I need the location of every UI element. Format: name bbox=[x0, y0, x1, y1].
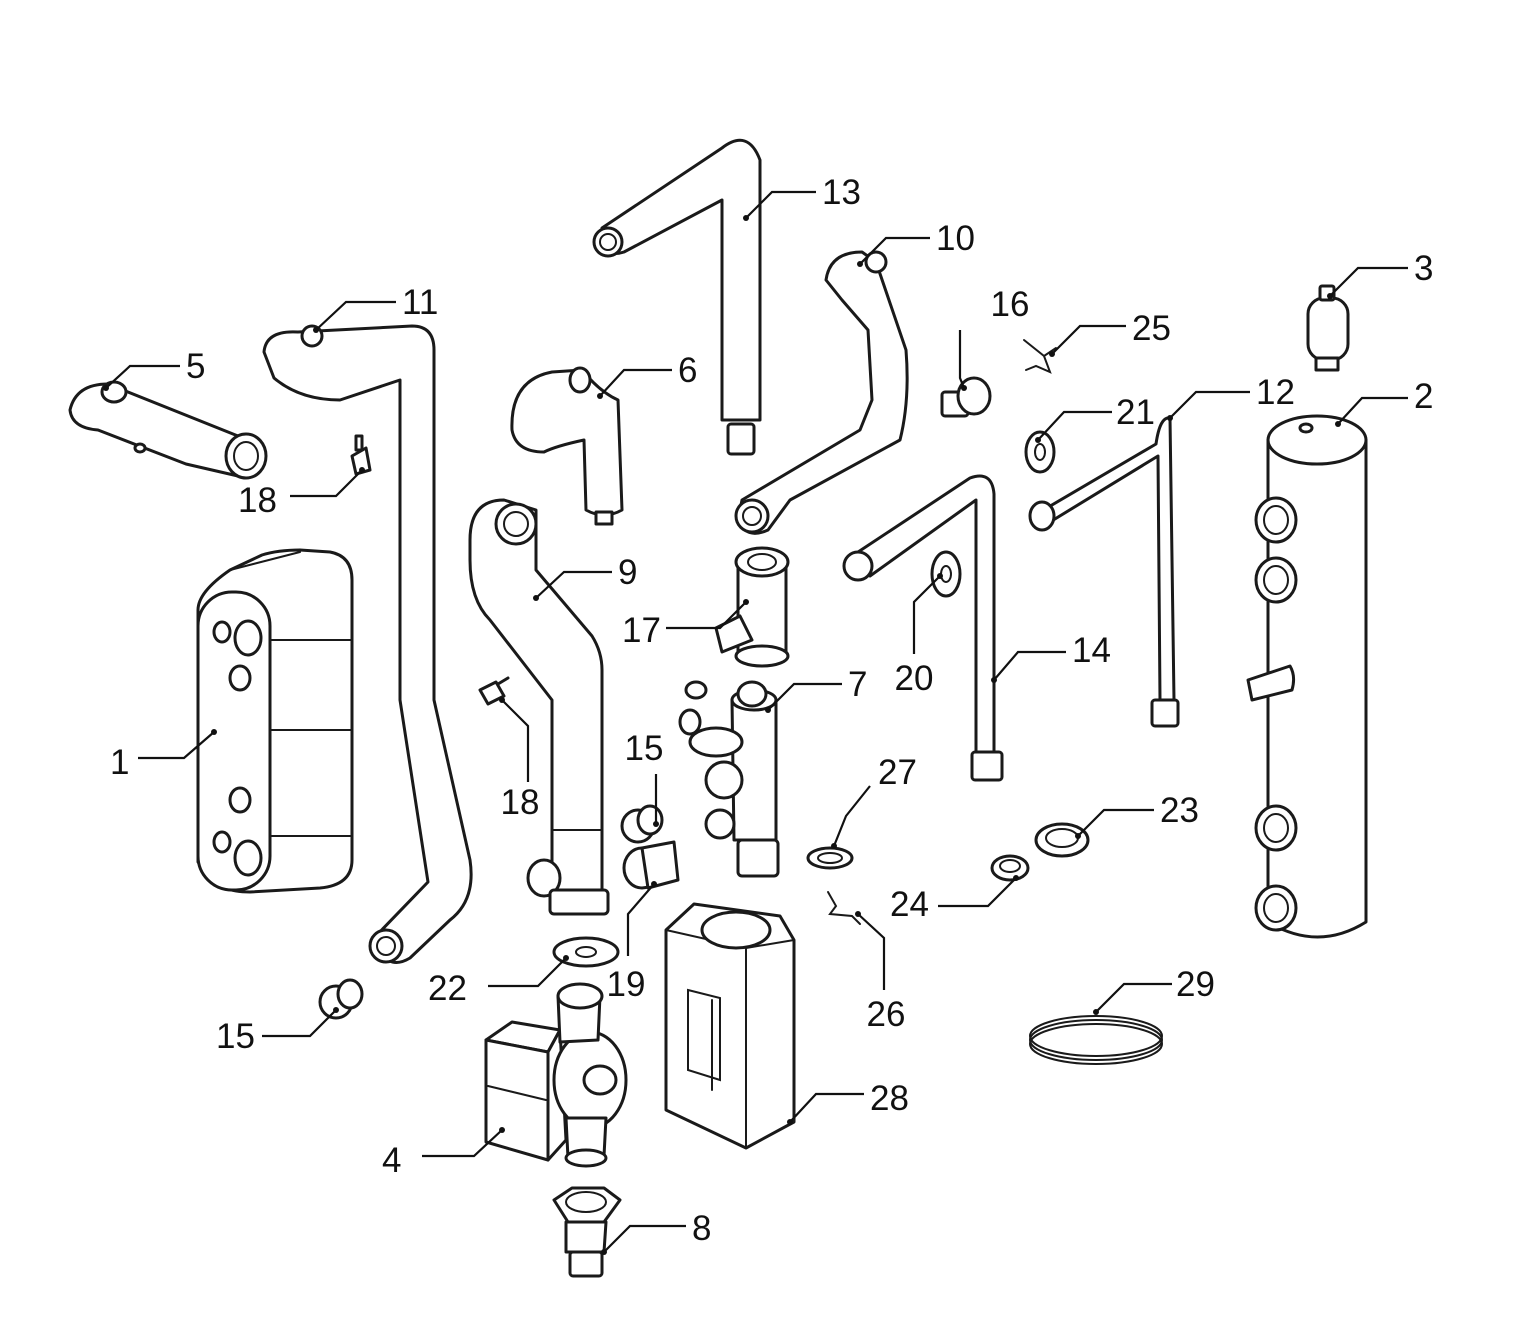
part-8-union-fitting bbox=[552, 1186, 622, 1278]
callout-18a: 18 bbox=[238, 481, 277, 520]
part-24-gasket bbox=[990, 854, 1030, 882]
callout-16: 16 bbox=[991, 285, 1030, 324]
part-26-clip bbox=[827, 891, 861, 925]
part-21-disc bbox=[1024, 430, 1056, 474]
part-6-elbow bbox=[510, 366, 624, 526]
part-27-clip bbox=[806, 846, 854, 870]
part-20-disc bbox=[930, 550, 962, 598]
part-22-disc bbox=[552, 936, 620, 968]
callout-7: 7 bbox=[848, 665, 867, 704]
callout-2: 2 bbox=[1414, 377, 1433, 416]
callout-11: 11 bbox=[402, 283, 438, 322]
callout-29: 29 bbox=[1176, 965, 1215, 1004]
callout-12: 12 bbox=[1256, 373, 1295, 412]
part-1-heat-exchanger bbox=[196, 548, 354, 894]
part-28-insulation-shell bbox=[664, 902, 796, 1150]
part-13-pipe bbox=[592, 138, 762, 456]
callout-5: 5 bbox=[186, 347, 205, 386]
callout-10: 10 bbox=[936, 219, 975, 258]
part-18-probe-b bbox=[478, 676, 510, 706]
callout-25: 25 bbox=[1132, 309, 1171, 348]
callout-15a: 15 bbox=[625, 729, 664, 768]
part-5-pipe bbox=[68, 380, 268, 480]
part-10-pipe bbox=[734, 250, 909, 535]
part-4-pump bbox=[484, 982, 628, 1168]
part-23-gasket bbox=[1034, 822, 1090, 858]
callout-14: 14 bbox=[1072, 631, 1111, 670]
part-29-capillary-coil bbox=[1029, 1015, 1163, 1065]
callout-9: 9 bbox=[618, 553, 637, 592]
part-11-pipe bbox=[262, 324, 473, 964]
callout-22: 22 bbox=[428, 969, 467, 1008]
callout-13: 13 bbox=[822, 173, 861, 212]
leader-lines bbox=[103, 190, 1408, 1255]
callout-21: 21 bbox=[1116, 393, 1155, 432]
part-17-flow-sensor bbox=[714, 546, 790, 668]
part-14-pipe bbox=[842, 474, 1004, 782]
callout-28: 28 bbox=[870, 1079, 909, 1118]
callout-18b: 18 bbox=[501, 783, 540, 822]
callout-4: 4 bbox=[382, 1141, 401, 1180]
part-7-valve-body bbox=[678, 680, 780, 878]
part-16-sensor bbox=[940, 376, 992, 418]
callout-15b: 15 bbox=[216, 1017, 255, 1056]
part-12-pipe bbox=[1028, 416, 1180, 728]
callout-17: 17 bbox=[622, 611, 661, 650]
callout-27: 27 bbox=[878, 753, 917, 792]
callout-3: 3 bbox=[1414, 249, 1433, 288]
callout-20: 20 bbox=[895, 659, 934, 698]
callout-24: 24 bbox=[890, 885, 929, 924]
callout-6: 6 bbox=[678, 351, 697, 390]
callout-19: 19 bbox=[607, 965, 646, 1004]
callout-1: 1 bbox=[110, 743, 129, 782]
callout-26: 26 bbox=[867, 995, 906, 1034]
part-2-header-tank bbox=[1246, 414, 1368, 939]
callout-23: 23 bbox=[1160, 791, 1199, 830]
part-19-check-valve bbox=[622, 840, 680, 890]
part-18-probe-a bbox=[350, 434, 372, 476]
callout-8: 8 bbox=[692, 1209, 711, 1248]
part-15-plug-b bbox=[318, 978, 364, 1020]
part-3-air-vent bbox=[1306, 284, 1350, 372]
callout-labels: 1 2 3 4 5 6 7 8 9 10 11 12 13 14 15 15 1… bbox=[110, 173, 1433, 1248]
part-9-pipe bbox=[468, 498, 610, 916]
